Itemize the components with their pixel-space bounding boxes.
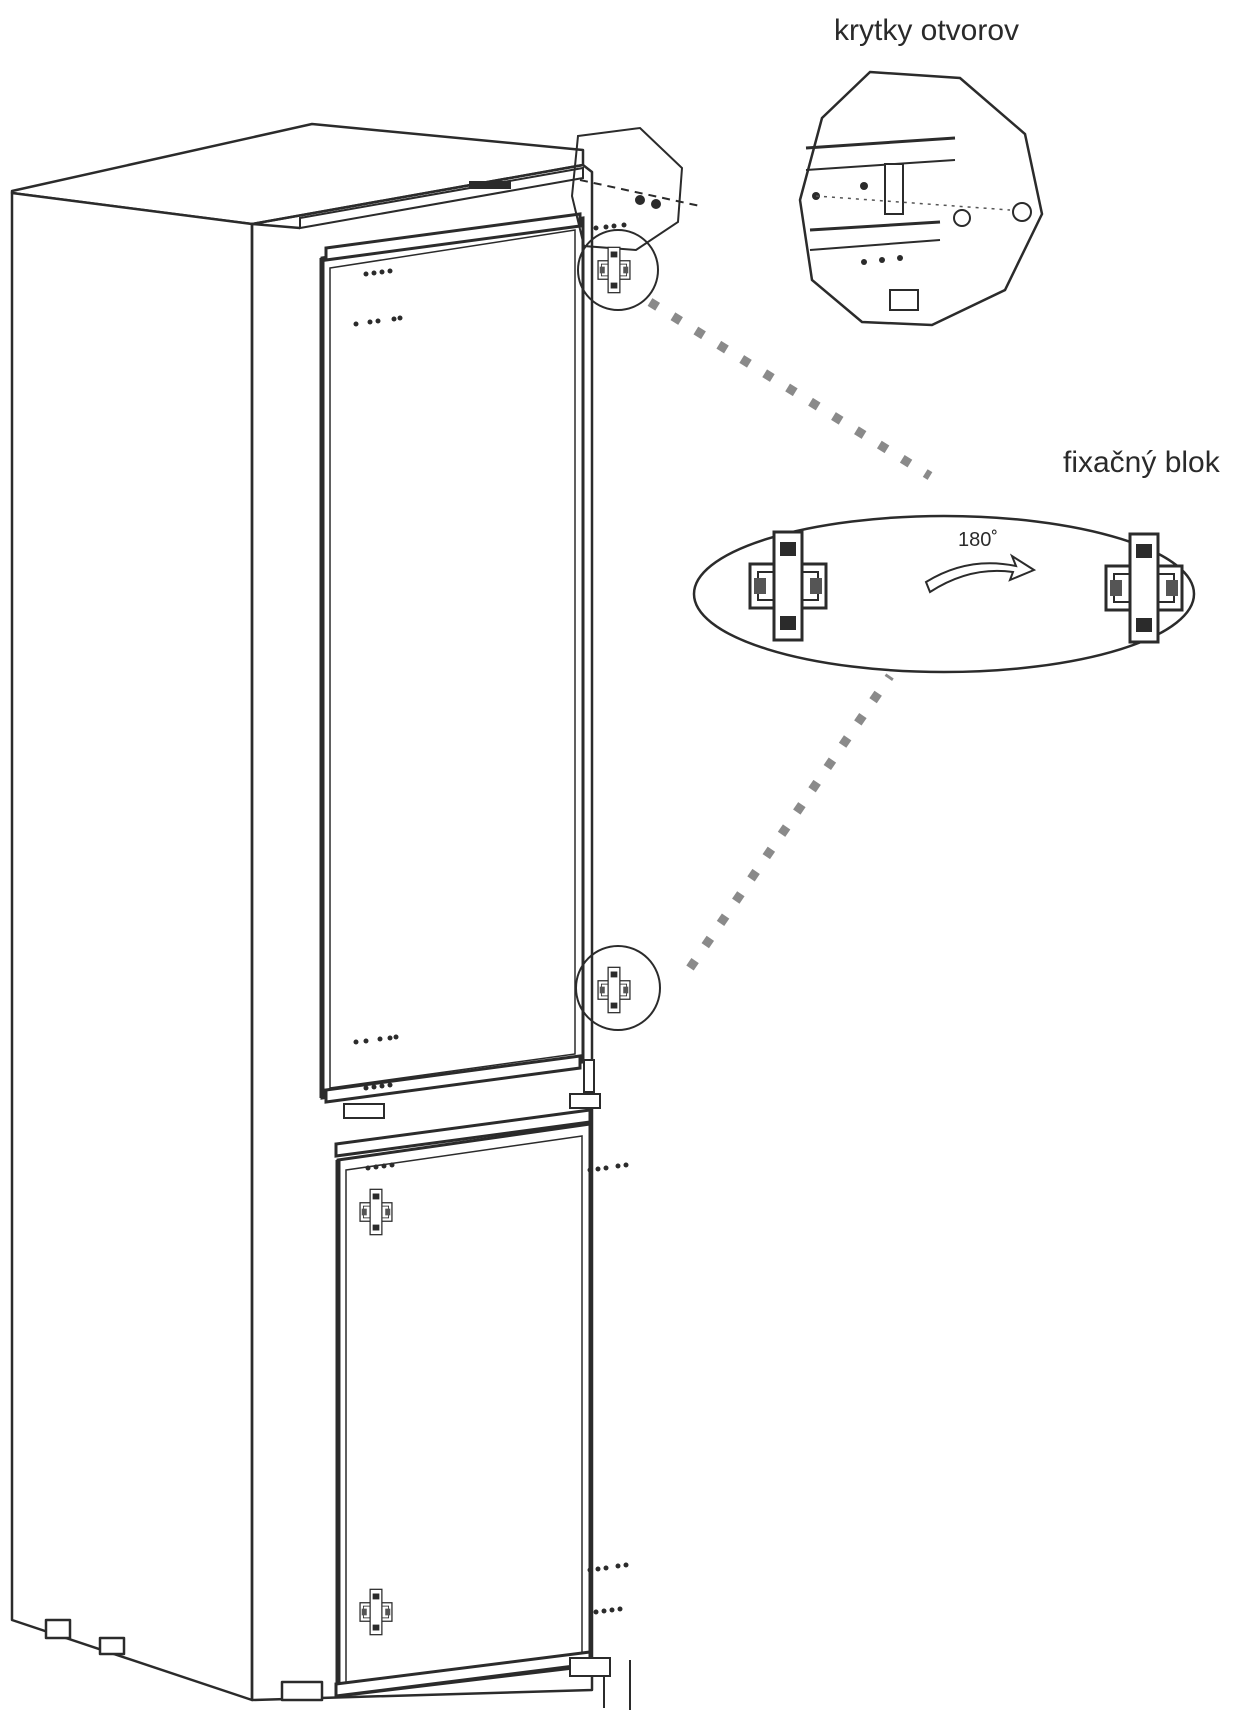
corner-detail-upper-block bbox=[577, 229, 659, 311]
lower-door-holes bbox=[365, 1162, 629, 1615]
hinges bbox=[343, 1059, 631, 1710]
fixing-block-detail: 180˚ bbox=[692, 514, 1196, 674]
hole-cover-detail bbox=[798, 70, 1044, 327]
label-hole-covers: krytky otvorov bbox=[834, 14, 1020, 47]
corner-detail-top bbox=[570, 126, 701, 252]
label-fixing-block: fixačný blok bbox=[1063, 446, 1220, 479]
upper-door-holes bbox=[353, 222, 627, 1091]
fridge-body bbox=[10, 122, 594, 1702]
upper-door bbox=[319, 212, 585, 1104]
leader-lines bbox=[647, 298, 933, 971]
rotation-label: 180˚ bbox=[958, 529, 998, 551]
top-strip bbox=[299, 166, 584, 230]
corner-detail-lower-block bbox=[575, 945, 661, 1031]
